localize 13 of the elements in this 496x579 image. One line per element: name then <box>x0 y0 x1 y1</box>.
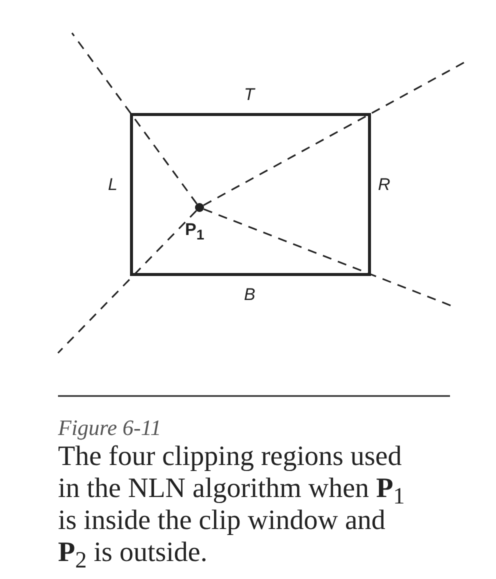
dashed-line <box>203 61 466 206</box>
point-marker <box>195 203 204 212</box>
side-label: B <box>244 285 256 305</box>
dashed-line <box>203 208 452 307</box>
clip-window-rectangle <box>130 113 371 276</box>
figure-caption: The four clipping regions used in the NLN algorithm when P$_{1}$ is inside the clip window and P$_{2}$ is outside. <box>58 441 406 569</box>
figure-number: Figure 6-11 <box>58 415 162 441</box>
side-label: T <box>244 85 254 105</box>
point-label: P$_{1}$ <box>185 220 204 244</box>
side-label: L <box>108 175 118 195</box>
dashed-line <box>71 32 198 204</box>
dashed-line <box>57 210 197 354</box>
side-label: R <box>378 175 390 195</box>
